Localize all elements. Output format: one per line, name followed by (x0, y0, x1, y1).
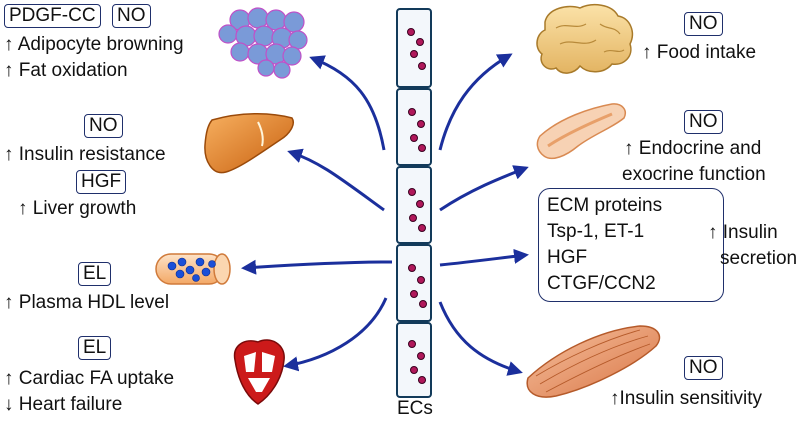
arrows-right (438, 53, 529, 376)
liver-effect-1: ↑ Insulin resistance (4, 144, 166, 165)
endothelial-cell (396, 322, 432, 398)
liver-factor-box-2: HGF (76, 170, 127, 194)
pancreas-icon (536, 103, 626, 160)
factors-effect-1: ↑ Insulin (708, 222, 778, 243)
arrow-to-vessel (241, 259, 393, 275)
muscle-icon (526, 325, 661, 398)
factor-item: ECM proteins (547, 195, 663, 216)
brain-factor-box: NO (684, 12, 723, 36)
arrow-to-factors (439, 248, 529, 267)
adipose-effect-1: ↑ Adipocyte browning (4, 34, 184, 55)
pancreas-effect-1: ↑ Endocrine and (624, 138, 762, 159)
factors-effect-2: secretion (720, 248, 798, 269)
pancreas-factor-box: NO (684, 110, 723, 134)
muscle-effect: ↑Insulin sensitivity (610, 388, 763, 409)
factor-item: Tsp-1, ET-1 (547, 221, 645, 242)
brain-icon (536, 3, 634, 74)
liver-effect-2: ↑ Liver growth (18, 198, 137, 219)
heart-effect-1: ↑ Cardiac FA uptake (4, 368, 175, 389)
arrow-to-muscle (438, 301, 523, 376)
adipose-icon (218, 7, 308, 79)
adipose-effect-2: ↑ Fat oxidation (4, 60, 128, 81)
arrows-left (241, 55, 393, 372)
adipose-factor-box-1: PDGF-CC (4, 4, 101, 28)
endothelial-cell (396, 88, 432, 166)
factor-item: HGF (547, 247, 588, 268)
vessel-effect: ↑ Plasma HDL level (4, 292, 170, 313)
heart-icon (233, 339, 285, 405)
endothelial-cell (396, 8, 432, 88)
secreted-factors-box: ECM proteins Tsp-1, ET-1 HGF CTGF/CCN2 (538, 188, 724, 302)
liver-factor-box-1: NO (84, 114, 123, 138)
heart-effect-2: ↓ Heart failure (4, 394, 123, 415)
arrow-to-brain (438, 53, 513, 151)
factor-item: CTGF/CCN2 (547, 273, 656, 294)
muscle-factor-box: NO (684, 356, 723, 380)
heart-factor-box: EL (78, 336, 112, 360)
center-label: ECs (397, 398, 433, 419)
vessel-factor-box: EL (78, 262, 112, 286)
brain-effect: ↑ Food intake (642, 42, 757, 63)
vessel-icon (155, 253, 231, 285)
arrow-to-heart (283, 297, 388, 372)
adipose-factor-box-2: NO (112, 4, 151, 28)
endothelial-cell (396, 244, 432, 322)
liver-icon (204, 113, 294, 174)
arrow-to-pancreas (439, 165, 529, 212)
arrow-to-adipose (309, 55, 386, 151)
endothelial-cell (396, 166, 432, 244)
pancreas-effect-2: exocrine function (622, 164, 766, 185)
arrow-to-liver (287, 148, 385, 212)
